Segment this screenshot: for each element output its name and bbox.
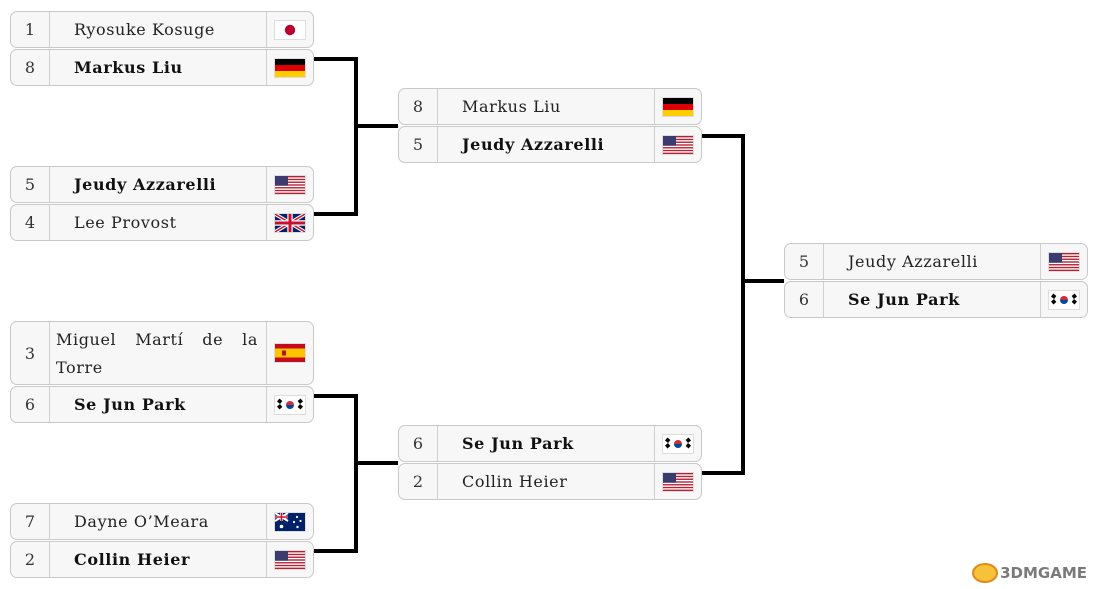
watermark-text: 3DMGAME <box>1000 564 1087 582</box>
korea-flag-icon <box>655 426 701 461</box>
watermark-logo: 3DMGAME <box>972 563 1087 583</box>
seed-number: 8 <box>11 50 50 85</box>
connector-line <box>354 56 358 216</box>
uk-flag-icon <box>267 205 313 240</box>
connector-line <box>702 133 745 138</box>
seed-number: 6 <box>785 282 824 317</box>
seed-number: 8 <box>399 89 438 124</box>
player-name: Collin Heier <box>50 542 267 577</box>
usa-flag-icon <box>655 127 701 162</box>
player-name: Collin Heier <box>438 464 655 499</box>
seed-number: 5 <box>399 127 438 162</box>
player-name: Miguel Martí de la Torre <box>50 322 267 384</box>
player-name: Markus Liu <box>438 89 655 124</box>
player-name: Se Jun Park <box>50 387 267 422</box>
seed-number: 5 <box>11 167 50 202</box>
connector-line <box>314 393 358 398</box>
player-name: Dayne O’Meara <box>50 504 267 539</box>
australia-flag-icon <box>267 504 313 539</box>
player-name: Se Jun Park <box>824 282 1041 317</box>
japan-flag-icon <box>267 12 313 47</box>
connector-line <box>314 211 358 216</box>
player-name: Jeudy Azzarelli <box>50 167 267 202</box>
player-name: Lee Provost <box>50 205 267 240</box>
korea-flag-icon <box>267 387 313 422</box>
seed-number: 6 <box>399 426 438 461</box>
korea-flag-icon <box>1041 282 1087 317</box>
usa-flag-icon <box>655 464 701 499</box>
connector-line <box>354 393 358 553</box>
player-name: Jeudy Azzarelli <box>824 244 1041 279</box>
player-name: Jeudy Azzarelli <box>438 127 655 162</box>
player-name: Ryosuke Kosuge <box>50 12 267 47</box>
connector-line <box>314 548 358 553</box>
connector-line <box>314 56 358 61</box>
connector-line <box>741 133 745 475</box>
spain-flag-icon <box>267 322 313 384</box>
connector-line <box>354 123 398 128</box>
seed-number: 7 <box>11 504 50 539</box>
usa-flag-icon <box>267 167 313 202</box>
usa-flag-icon <box>1041 244 1087 279</box>
germany-flag-icon <box>267 50 313 85</box>
germany-flag-icon <box>655 89 701 124</box>
seed-number: 2 <box>399 464 438 499</box>
seed-number: 4 <box>11 205 50 240</box>
player-name: Markus Liu <box>50 50 267 85</box>
connector-line <box>354 460 398 465</box>
player-name: Se Jun Park <box>438 426 655 461</box>
seed-number: 5 <box>785 244 824 279</box>
mascot-logo-icon <box>972 563 999 583</box>
connector-line <box>702 470 745 475</box>
seed-number: 3 <box>11 322 50 384</box>
seed-number: 2 <box>11 542 50 577</box>
connector-line <box>741 278 784 283</box>
seed-number: 1 <box>11 12 50 47</box>
seed-number: 6 <box>11 387 50 422</box>
usa-flag-icon <box>267 542 313 577</box>
